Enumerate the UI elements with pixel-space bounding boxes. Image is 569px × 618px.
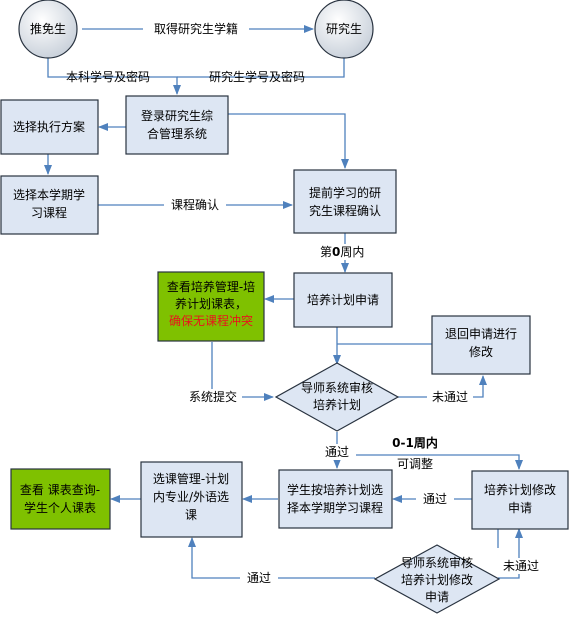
node-grad: 研究生 xyxy=(314,0,374,59)
node-choose-term-line1: 选择本学期学 xyxy=(13,187,85,202)
node-choose-term: 选择本学期学 习课程 xyxy=(0,175,99,235)
node-return-modify-line2: 修改 xyxy=(469,344,493,359)
node-view-schedule-line2: 学生个人课表 xyxy=(24,500,96,515)
edge-grad-login xyxy=(177,58,345,78)
label-not-passed-1: 未通过 xyxy=(432,390,468,404)
node-tutor-review-mod: 导师系统审核 培养计划修改 申请 xyxy=(373,544,501,614)
node-course-select-line3: 课 xyxy=(185,508,197,522)
node-login-line2: 合管理系统 xyxy=(147,126,207,141)
label-not-passed-2: 未通过 xyxy=(503,559,539,573)
node-tutor-review-mod-line2: 培养计划修改 xyxy=(401,572,473,587)
label-week0-num: 0 xyxy=(332,245,340,259)
node-login: 登录研究生综 合管理系统 xyxy=(125,95,229,155)
label-passed-3: 通过 xyxy=(247,571,271,585)
node-early-confirm: 提前学习的研 究生课程确认 xyxy=(293,169,397,234)
node-view-plan-line1: 查看培养管理-培 xyxy=(167,279,255,294)
node-view-plan-line2: 养计划课表， xyxy=(175,296,247,311)
node-plan-modify: 培养计划修改 申请 xyxy=(471,470,569,530)
node-choose-plan: 选择执行方案 xyxy=(0,99,99,155)
node-choose-plan-label: 选择执行方案 xyxy=(13,119,85,134)
node-early-confirm-line2: 究生课程确认 xyxy=(309,203,381,218)
node-plan-modify-line2: 申请 xyxy=(508,501,532,515)
label-system-submit: 系统提交 xyxy=(189,389,237,404)
node-course-select-line1: 选课管理-计划 xyxy=(153,471,229,486)
node-course-select: 选课管理-计划 内专业/外语选 课 xyxy=(140,461,243,538)
label-week0-post: 周内 xyxy=(340,245,364,259)
label-passed-2: 通过 xyxy=(423,492,447,506)
node-return-modify-line1: 退回申请进行 xyxy=(445,327,517,341)
label-grad-id: 研究生学号及密码 xyxy=(209,69,305,84)
edge-labels: 取得研究生学籍 本科学号及密码 研究生学号及密码 课程确认 第0周内 系统提交 … xyxy=(66,20,544,586)
node-select-by-plan-line2: 择本学期学习课程 xyxy=(287,500,383,515)
node-view-schedule: 查看 课表查询- 学生个人课表 xyxy=(10,468,111,530)
node-plan-modify-line1: 培养计划修改 xyxy=(484,482,556,497)
edge-reviewmod-course xyxy=(188,537,375,579)
node-apply-plan-label: 培养计划申请 xyxy=(307,292,379,307)
node-grad-label: 研究生 xyxy=(326,21,362,36)
node-tutor-review-mod-line3: 申请 xyxy=(425,590,449,604)
node-early-confirm-line1: 提前学习的研 xyxy=(309,185,381,200)
node-view-plan-warning: 确保无课程冲突 xyxy=(169,313,253,328)
edge-reviewmod-modify xyxy=(498,528,523,579)
edge-view-review xyxy=(211,342,274,401)
label-get-status: 取得研究生学籍 xyxy=(154,21,238,36)
node-view-schedule-line1: 查看 课表查询- xyxy=(20,483,100,497)
node-course-select-line2: 内专业/外语选 xyxy=(153,489,229,504)
node-select-by-plan: 学生按培养计划选 择本学期学习课程 xyxy=(278,469,393,529)
node-start-label: 推免生 xyxy=(30,21,66,36)
node-login-line1: 登录研究生综 xyxy=(141,108,213,123)
label-adjustable: 可调整 xyxy=(397,456,433,471)
node-choose-term-line2: 习课程 xyxy=(31,205,67,220)
edge-login-early xyxy=(228,113,349,169)
edge-start-login xyxy=(47,58,181,95)
label-passed-1: 通过 xyxy=(325,445,349,459)
label-course-confirm: 课程确认 xyxy=(171,197,219,212)
edge-adjust xyxy=(337,454,523,470)
node-tutor-review: 导师系统审核 培养计划 xyxy=(274,362,400,432)
node-tutor-review-mod-line1: 导师系统审核 xyxy=(401,555,473,570)
edge-review-return xyxy=(398,375,487,398)
node-tutor-review-line1: 导师系统审核 xyxy=(301,380,373,395)
node-return-modify: 退回申请进行 修改 xyxy=(431,315,531,375)
node-view-plan: 查看培养管理-培 养计划课表， 确保无课程冲突 xyxy=(157,271,265,342)
label-undergrad-id: 本科学号及密码 xyxy=(66,69,150,84)
node-tutor-review-line2: 培养计划 xyxy=(313,397,361,412)
label-week0: 第0周内 xyxy=(320,245,364,259)
label-adjust-week: 0-1周内 xyxy=(392,435,438,450)
node-start: 推免生 xyxy=(18,0,78,59)
label-week0-pre: 第 xyxy=(320,245,332,259)
node-select-by-plan-line1: 学生按培养计划选 xyxy=(287,482,383,497)
node-apply-plan: 培养计划申请 xyxy=(293,272,393,328)
